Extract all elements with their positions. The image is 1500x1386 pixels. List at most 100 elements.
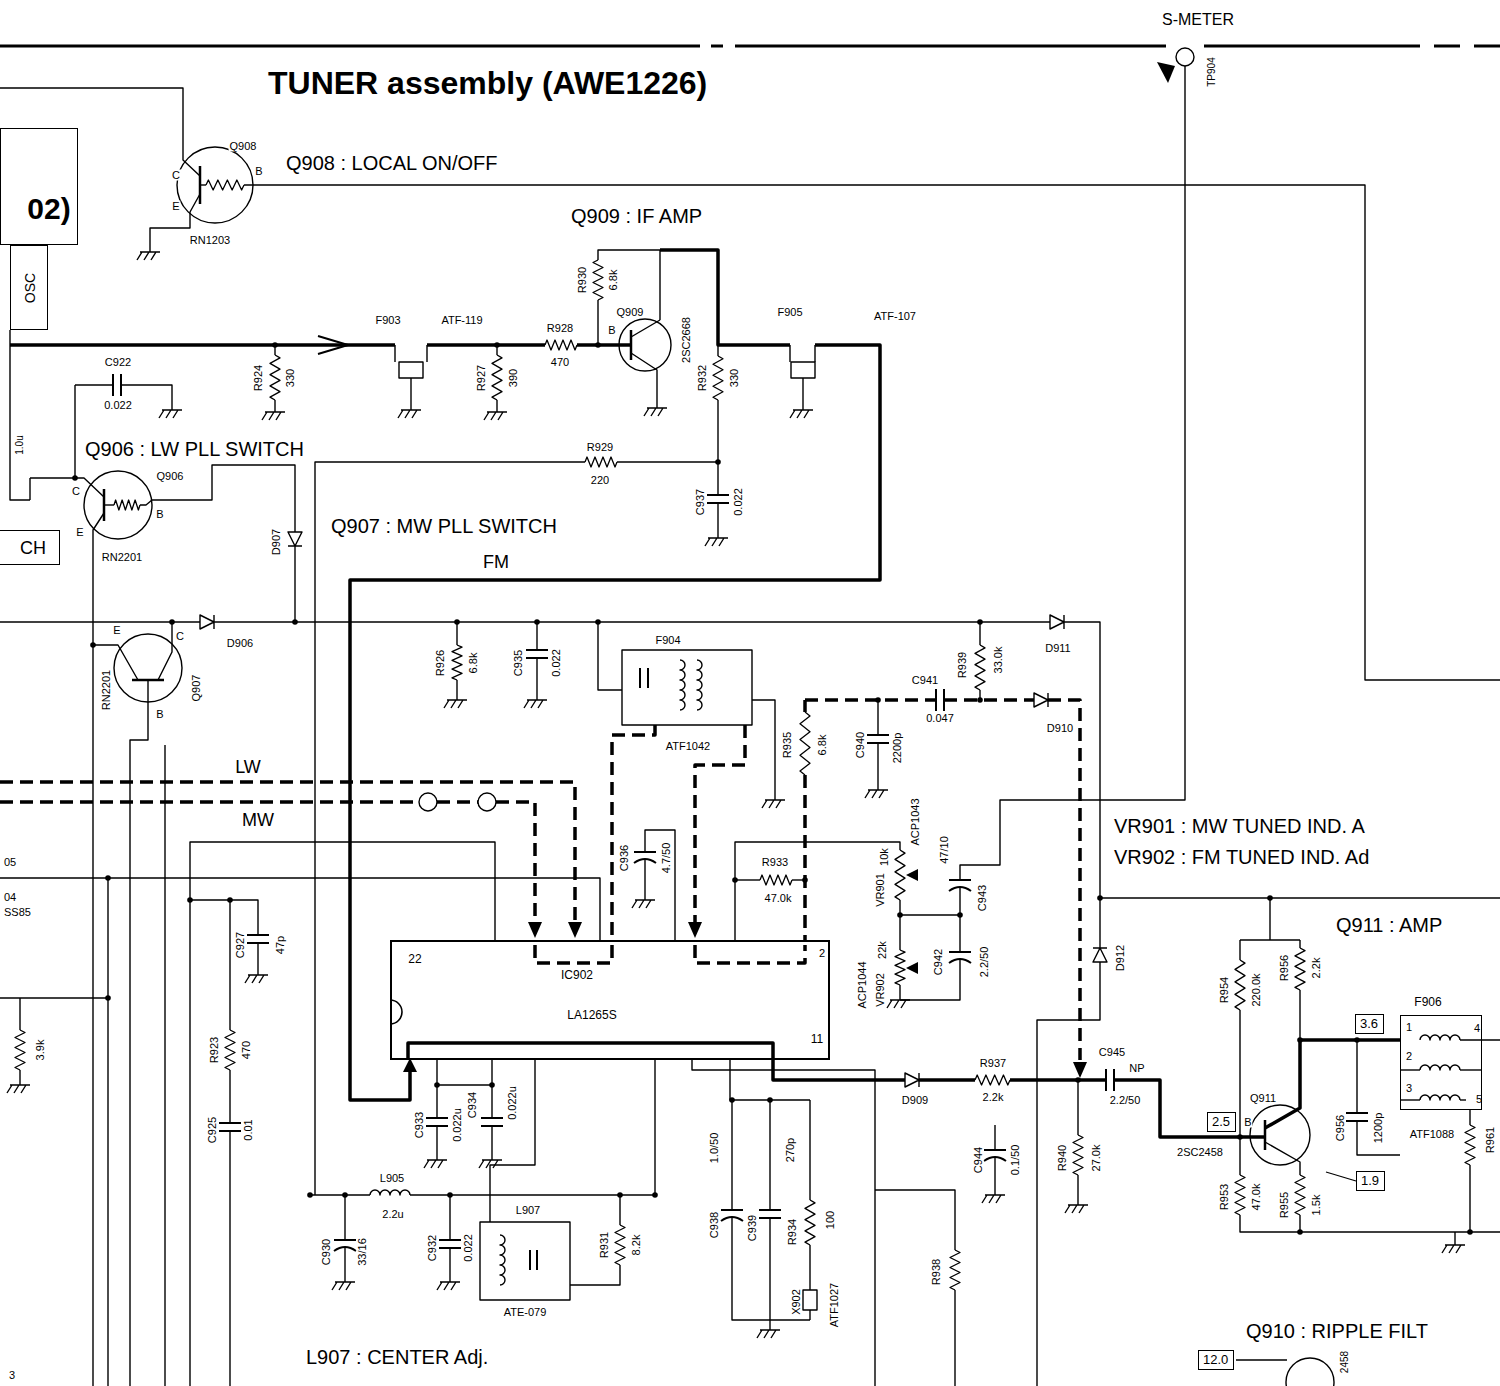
junction-dot [802,877,808,883]
part-label: C937 [695,488,706,516]
part-label: ATF1042 [665,741,711,752]
part-label: 8.2k [631,1234,642,1257]
part-label: 1.0u [15,434,25,455]
wire [802,378,803,410]
coil-symbol [500,1235,505,1285]
wire [410,378,411,410]
resistor-symbol [615,1225,625,1265]
node-text: CH [20,539,46,557]
capacitor-symbol [707,495,729,503]
transistor-body [1250,1105,1310,1165]
capacitor-symbol [439,1240,461,1248]
part-label: C944 [973,1146,984,1174]
wire [695,725,745,922]
ground-symbol [762,800,785,808]
part-label: C956 [1335,1114,1346,1142]
wire [631,353,657,408]
voltage-box: 1.9 [1356,1171,1385,1191]
part-label: ATF1027 [829,1282,840,1328]
wire [1264,1120,1267,1150]
part-label: 330 [285,368,296,388]
wire [19,1070,20,1085]
wire [660,250,790,345]
part-label: ACP1043 [910,797,921,846]
wire [1010,1078,1106,1082]
part-label: 0.1/50 [1010,1144,1021,1177]
part-label: R926 [435,649,446,677]
wire [408,1043,905,1080]
capacitor-symbol [949,951,971,953]
wire [74,385,75,478]
part-label: MW [241,811,275,829]
part-label: R955 [1279,1191,1290,1219]
wire [944,698,1034,702]
node-text: 5 [1476,1094,1482,1105]
wire [731,1100,732,1210]
part-label: R935 [782,731,793,759]
wire [344,1195,345,1240]
part-label: R929 [586,442,614,453]
wire [960,66,1185,880]
part-label: C [171,170,181,181]
part-label: C938 [709,1211,720,1239]
node-text: 3 [1406,1083,1412,1094]
node-text: IC902 [561,969,593,981]
part-label: RN1203 [189,235,231,246]
junction-dot [489,1082,495,1088]
part-label: 3.9k [35,1039,46,1062]
part-label: 2SC2458 [1176,1147,1224,1158]
capacitor-symbol [867,735,889,743]
part-label: R954 [1219,976,1230,1004]
capacitor-symbol [113,374,121,396]
junction-dot [617,1192,623,1198]
part-label: C930 [321,1238,332,1266]
capacitor-symbol [481,1118,503,1126]
node-text: 2.5 [1212,1115,1230,1128]
wire [229,1070,230,1123]
part-label: D910 [1046,723,1074,734]
ifl-transformer [622,650,752,725]
part-label: 1.5k [1311,1194,1322,1217]
part-label: R953 [1219,1183,1230,1211]
transistor-body [1176,48,1194,66]
part-label: C939 [747,1214,758,1242]
wire [496,802,535,922]
resistor-symbol [452,645,462,680]
ground-symbol [982,1195,1005,1203]
part-label: 47/10 [939,835,950,865]
part-label: C922 [104,357,132,368]
wire [104,504,114,505]
part-label: B [155,709,164,720]
wire [644,860,645,900]
ground-symbol [398,410,421,418]
part-label: 2200p [892,732,903,765]
wire [315,462,585,1195]
part-label: LW [234,758,262,776]
part-label: 33/16 [357,1237,368,1267]
wire [0,878,600,940]
node-text: 12.0 [1203,1353,1228,1366]
node-text: 2 [1406,1051,1412,1062]
part-label: R938 [931,1258,942,1286]
diode-symbol [200,615,214,629]
resistor-symbol [15,1030,25,1070]
arrow-head [1073,1062,1087,1078]
capacitor-symbol [334,1239,356,1241]
transistor-body [419,793,437,811]
wire [1400,1069,1420,1070]
wire [1469,1165,1470,1232]
junction-dot [187,897,193,903]
wire [491,1126,492,1160]
junction-dot [494,342,500,348]
junction-dot [1467,1229,1473,1235]
wire [631,320,660,337]
wire [959,888,960,915]
part-label: 33.0k [993,646,1004,675]
wire [436,1126,437,1160]
junction-dot [1297,1037,1303,1043]
node-text: OSC [23,273,37,303]
resistor-symbol [760,875,792,885]
assembly-title: TUNER assembly (AWE1226) [268,67,707,99]
wire [107,878,108,1386]
ground-symbol [865,790,888,798]
